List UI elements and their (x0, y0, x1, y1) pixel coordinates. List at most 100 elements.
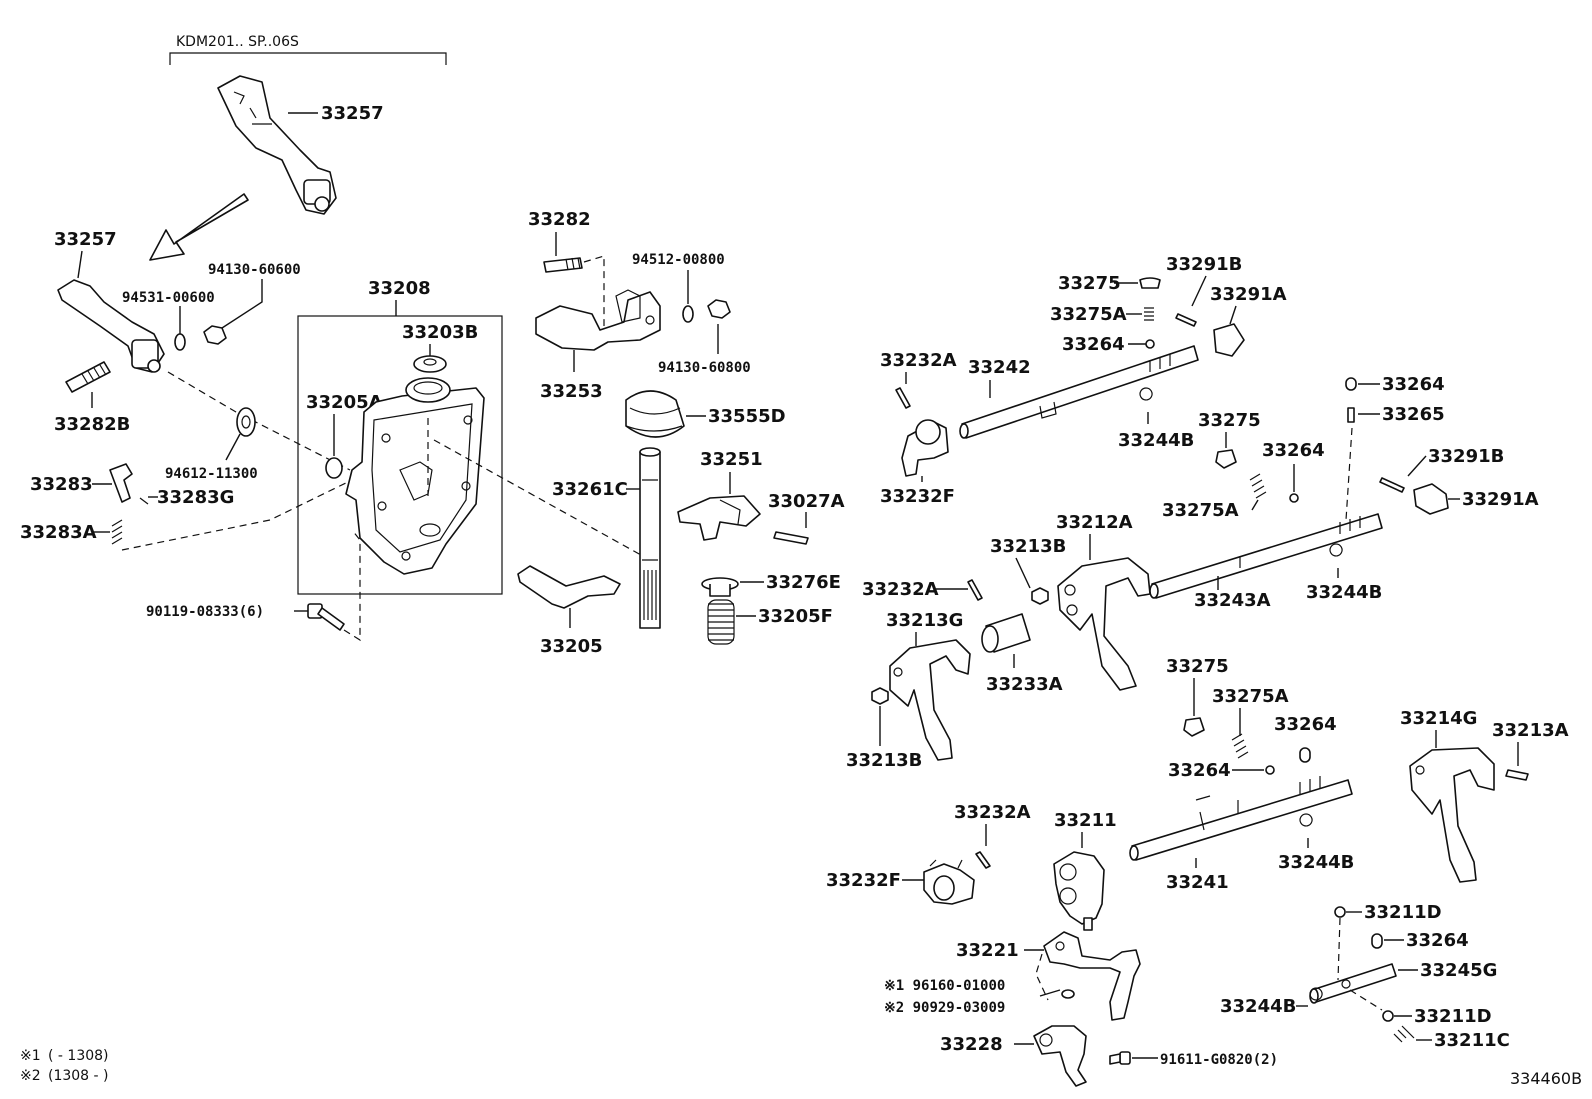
callout-33555D: 33555D (708, 406, 786, 427)
part-33211D-b: 33211D (1382, 1006, 1492, 1027)
callout-96160-01000: ※1 96160-01000 (884, 978, 1005, 994)
part-33261C: 33261C (552, 447, 661, 629)
variant-bracket: KDM201.. SP..06S (169, 34, 447, 65)
callout-33291B-a: 33291B (1166, 254, 1242, 275)
callout-33275A-a: 33275A (1050, 304, 1127, 325)
callout-33244B-d: 33244B (1220, 996, 1296, 1017)
callout-33205F: 33205F (758, 606, 833, 627)
callout-33283: 33283 (30, 474, 93, 495)
part-33213G-fork: 33213G (886, 610, 971, 761)
part-33214G-fork: 33214G 33213A (1400, 708, 1569, 883)
part-33228: 33228 (940, 1025, 1087, 1087)
callout-33264-d: 33264 (1274, 714, 1337, 735)
part-washer-94531: 94531-00600 (122, 290, 215, 351)
callout-33211D-b: 33211D (1414, 1006, 1492, 1027)
callout-33214G: 33214G (1400, 708, 1477, 729)
part-33555D: 33555D (625, 390, 786, 438)
callout-91611-G0820: 91611-G0820(2) (1160, 1052, 1278, 1068)
callout-33203B: 33203B (402, 322, 478, 343)
part-33232A-c: 33232A (954, 802, 1031, 869)
part-33205F: 33205F (707, 599, 833, 645)
callout-33275A-b: 33275A (1162, 500, 1239, 521)
callout-33232A-b: 33232A (862, 579, 939, 600)
callout-33232F-a: 33232F (880, 486, 955, 507)
part-33213B-b: 33213B (846, 687, 922, 771)
callout-33211C: 33211C (1434, 1030, 1510, 1051)
callout-33275A-c: 33275A (1212, 686, 1289, 707)
part-33212A-fork: 33212A (1056, 512, 1151, 691)
part-33232-top: 33232A 33232F (880, 350, 957, 507)
callout-33291A-b: 33291A (1462, 489, 1539, 510)
callout-90119-08333: 90119-08333(6) (146, 604, 264, 620)
callout-94612-11300: 94612-11300 (165, 466, 258, 482)
callout-33244B-c: 33244B (1278, 852, 1354, 873)
callout-33283A: 33283A (20, 522, 97, 543)
part-33251: 33251 (677, 449, 763, 541)
part-33257-upper: 33257 (217, 75, 384, 215)
callout-33264-e: 33264 (1168, 760, 1231, 781)
part-33208-housing: 33208 33203B 33205A (297, 278, 651, 595)
part-96160-90929: ※1 96160-01000 ※2 90929-03009 (884, 978, 1075, 1016)
part-33243A-shaft: 33243A (1149, 513, 1383, 611)
part-33275-top: 33275 33275A 33264 (1050, 273, 1161, 355)
callout-33208: 33208 (368, 278, 431, 299)
part-91611-G0820: 91611-G0820(2) (1109, 1051, 1278, 1068)
part-33257-lower: 33257 (54, 229, 165, 373)
part-33232A-b: 33232A (862, 579, 983, 601)
part-33242-shaft: 33242 (959, 345, 1199, 439)
callout-33276E: 33276E (766, 572, 841, 593)
footnote-1-text: ( - 1308) (48, 1048, 109, 1064)
part-33275-mid: 33275 33264 33275A (1162, 410, 1325, 521)
callout-33213G: 33213G (886, 610, 963, 631)
part-33283: 33283 33283G (30, 463, 234, 508)
callout-33245G: 33245G (1420, 960, 1497, 981)
footnotes: ※1 ( - 1308) ※2 (1308 - ) (20, 1048, 109, 1084)
callout-33275-a: 33275 (1058, 273, 1121, 294)
callout-33211D-a: 33211D (1364, 902, 1442, 923)
part-33232F-b: 33232F (826, 859, 975, 905)
callout-33257-top: 33257 (321, 103, 384, 124)
part-33291-mid: 33291B 33291A (1379, 446, 1539, 515)
callout-33275-b: 33275 (1198, 410, 1261, 431)
part-33027A: 33027A (768, 491, 845, 545)
callout-33221: 33221 (956, 940, 1019, 961)
callout-33291B-b: 33291B (1428, 446, 1504, 467)
part-33282: 33282 (528, 209, 605, 326)
callout-33243A: 33243A (1194, 590, 1271, 611)
footnote-2-text: (1308 - ) (48, 1068, 109, 1084)
callout-33205: 33205 (540, 636, 603, 657)
part-33245G: 33245G (1309, 960, 1497, 1011)
part-33244B-c: 33244B (1278, 813, 1354, 873)
callout-33213B-a: 33213B (990, 536, 1066, 557)
callout-33282: 33282 (528, 209, 591, 230)
callout-33242: 33242 (968, 357, 1031, 378)
callout-33228: 33228 (940, 1034, 1003, 1055)
callout-33275-c: 33275 (1166, 656, 1229, 677)
callout-33264-c: 33264 (1262, 440, 1325, 461)
footnote-1-mark: ※1 (20, 1048, 41, 1064)
part-33264-33265-top: 33264 33265 (1345, 374, 1445, 521)
callout-33233A: 33233A (986, 674, 1063, 695)
callout-33232F-b: 33232F (826, 870, 901, 891)
part-33211: 33211 (1053, 810, 1117, 931)
part-33244B-b: 33244B (1306, 543, 1382, 603)
part-33205: 33205 (517, 565, 621, 657)
callout-33241: 33241 (1166, 872, 1229, 893)
callout-33232A-c: 33232A (954, 802, 1031, 823)
part-33283A: 33283A (20, 479, 353, 551)
arrow-icon (149, 193, 249, 261)
callout-33213A: 33213A (1492, 720, 1569, 741)
callout-33244B-b: 33244B (1306, 582, 1382, 603)
callout-33282B: 33282B (54, 414, 130, 435)
callout-33251: 33251 (700, 449, 763, 470)
part-90119-08333: 90119-08333(6) (146, 529, 361, 642)
callout-33265: 33265 (1382, 404, 1445, 425)
diagram-reference-code: 334460B (1510, 1069, 1582, 1088)
part-33241-shaft: 33241 (1129, 776, 1353, 893)
callout-94130-60600: 94130-60600 (208, 262, 301, 278)
callout-33257: 33257 (54, 229, 117, 250)
callout-33244B-a: 33244B (1118, 430, 1194, 451)
part-94512-00800: 94512-00800 94130-60800 (632, 252, 751, 376)
part-33244B-d: 33244B (1220, 987, 1323, 1017)
